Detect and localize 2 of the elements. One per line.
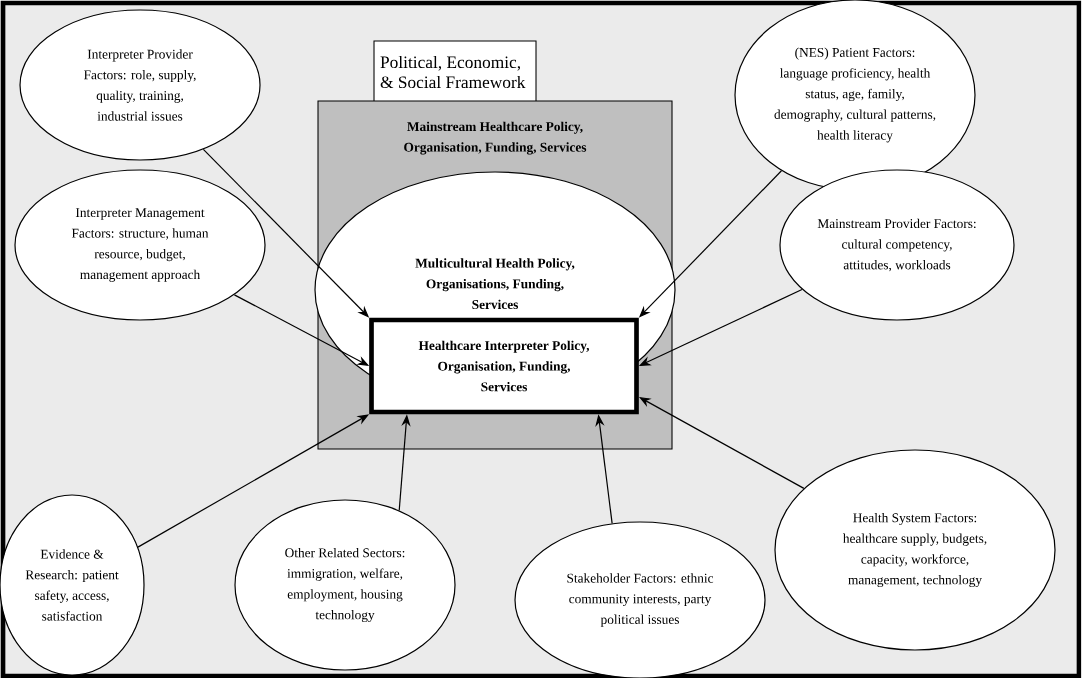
interpreter-policy-box: Healthcare Interpreter Policy, Organisation, Funding, Services <box>369 317 639 415</box>
framework-box: Political, Economic, & Social Framework <box>373 40 537 104</box>
